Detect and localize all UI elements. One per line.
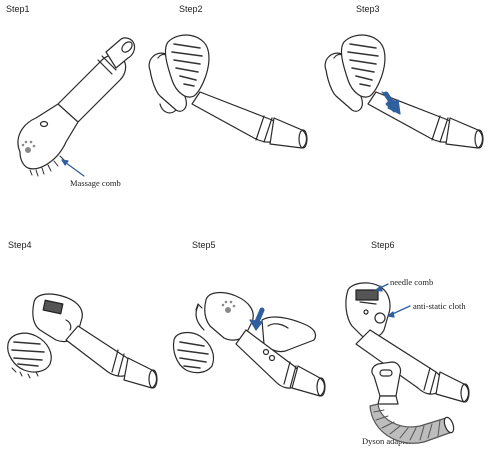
push-arrow-icon: [249, 307, 265, 331]
needle-comb-label: needle comb: [390, 277, 434, 287]
step6-label: Step6: [371, 240, 395, 250]
step4-tool-illustration: [7, 293, 158, 389]
massage-comb-label: Massage comb: [70, 178, 121, 188]
anti-static-cloth-label: anti-static cloth: [413, 301, 466, 311]
massage-comb-pointer: [61, 159, 85, 177]
step6-tool-illustration: [345, 282, 470, 403]
rotate-arrow-icon: [195, 303, 205, 331]
step5-tool-illustration: [172, 291, 326, 397]
step1-label: Step1: [6, 4, 30, 14]
step3-tool-illustration: [324, 34, 484, 149]
step2-label: Step2: [179, 4, 203, 14]
step2-tool-illustration: [148, 34, 308, 149]
step5-label: Step5: [192, 240, 216, 250]
down-arrow-icon: [381, 91, 401, 115]
step3-label: Step3: [356, 4, 380, 14]
step1-tool-illustration: [17, 37, 136, 177]
dyson-adapter-illustration: [369, 361, 455, 444]
dyson-adapter-label: Dyson adapter: [362, 436, 412, 446]
needle-comb-pointer: [375, 283, 389, 292]
step4-label: Step4: [8, 240, 32, 250]
paw-print-icon: [221, 300, 236, 313]
anti-static-cloth-pointer: [387, 305, 411, 318]
paw-print-icon: [21, 140, 36, 153]
